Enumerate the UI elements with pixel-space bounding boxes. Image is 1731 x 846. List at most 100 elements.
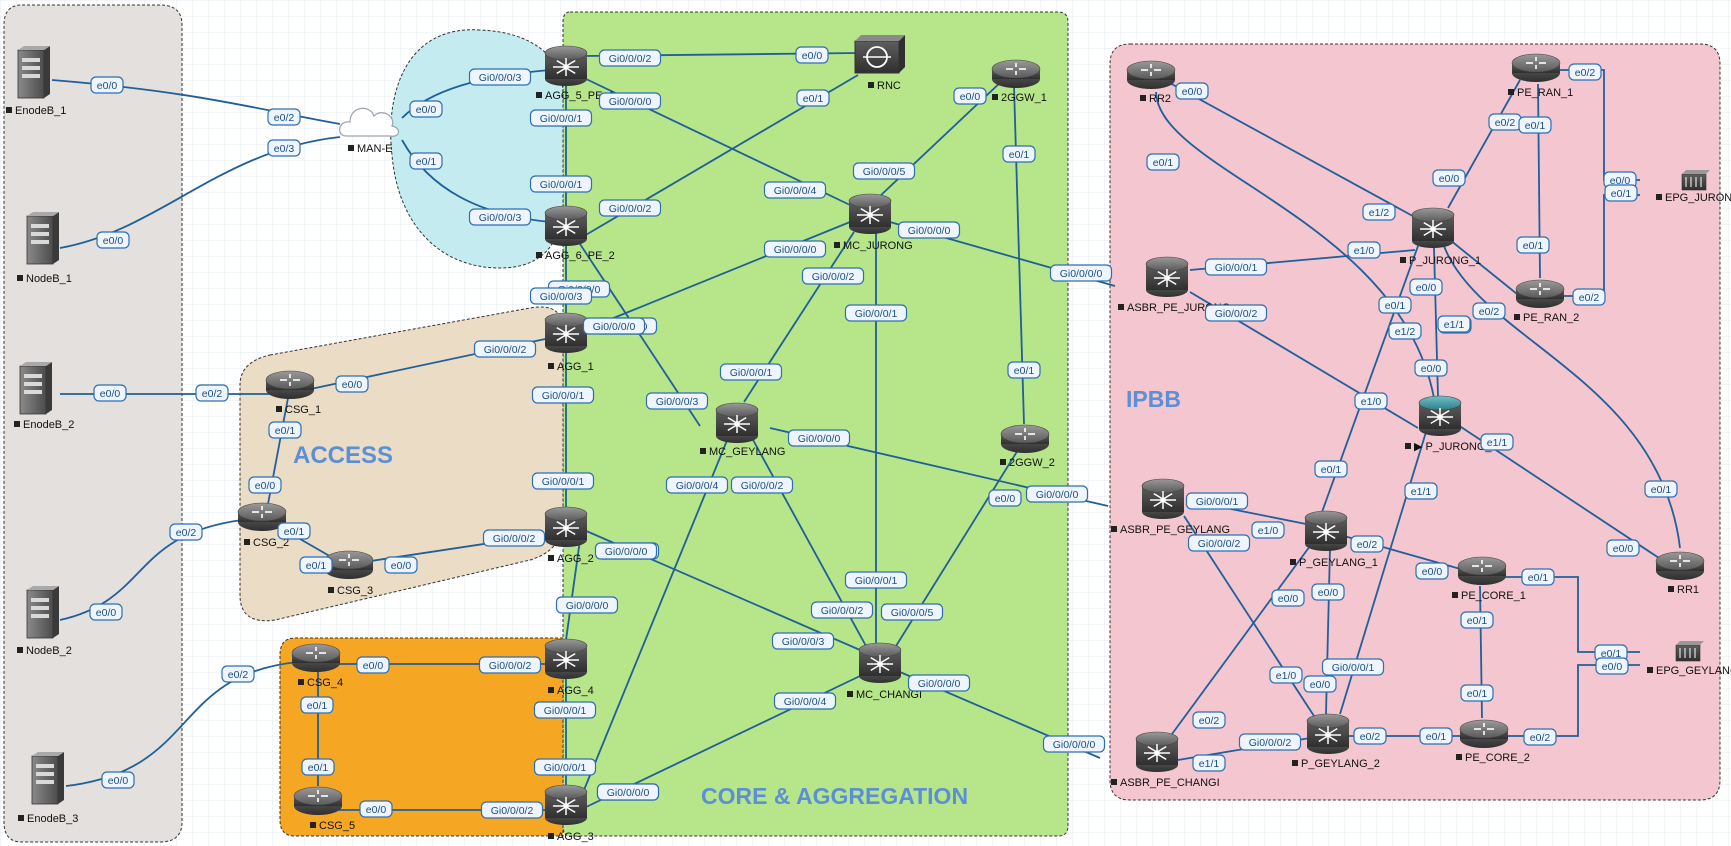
node-rr1[interactable]: RR1 — [1655, 551, 1705, 596]
node-agg-4[interactable]: AGG_4 — [544, 638, 594, 697]
server-icon — [31, 752, 64, 805]
node-nodeb-1[interactable]: NodeB_1 — [17, 212, 72, 285]
interface-label-PE_CORE_1-51: e0/0 — [1415, 562, 1449, 580]
node-pe-ran-2[interactable]: PE_RAN_2 — [1514, 279, 1579, 324]
svg-text:Gi0/0/0/3: Gi0/0/0/3 — [782, 636, 825, 648]
svg-text:e0/1: e0/1 — [1523, 240, 1544, 252]
node-agg-6-pe-2[interactable]: AGG_6_PE_2 — [536, 205, 615, 262]
node-agg-1[interactable]: AGG_1 — [544, 312, 594, 373]
node-mc-jurong[interactable]: MC_JURONG — [834, 193, 913, 252]
node-p-jurong-2[interactable]: ▶ P_JURONG_2 — [1405, 395, 1498, 453]
link-AGG_2-AGG_4[interactable] — [565, 539, 581, 641]
svg-text:e0/0: e0/0 — [1422, 566, 1443, 578]
svg-text:e0/1: e0/1 — [308, 762, 329, 774]
router-icon — [991, 59, 1041, 88]
node-marker — [1456, 754, 1462, 760]
interface-label-AGG_2-25: Gi0/0/0/0 — [594, 542, 658, 560]
node-agg-2[interactable]: AGG_2 — [544, 506, 594, 565]
node-marker — [992, 94, 998, 100]
interface-label-PE_CORE_1-54: e0/1 — [1460, 611, 1494, 629]
interface-label-ASBR_PE_GEYLANG-50: Gi0/0/0/2 — [1187, 534, 1251, 552]
node-mc-changi[interactable]: MC_CHANGI — [847, 642, 922, 701]
node-rr2[interactable]: RR2 — [1126, 60, 1176, 105]
node-enodeb-2[interactable]: EnodeB_2 — [14, 362, 74, 431]
node-p-jurong-1[interactable]: P_JURONG_1 — [1400, 207, 1481, 267]
node-man-e[interactable]: MAN-E — [339, 107, 400, 155]
svg-text:e0/0: e0/0 — [1278, 593, 1299, 605]
node-csg-2[interactable]: CSG_2 — [237, 502, 289, 549]
node-asbr-pe-changi[interactable]: ASBR_PE_CHANGI — [1111, 731, 1220, 789]
interface-label-AGG_5_PE_1-9: Gi0/0/0/1 — [529, 109, 593, 127]
link-MC_GEYLANG-AGG_3[interactable] — [583, 437, 729, 791]
svg-text:e0/1: e0/1 — [306, 560, 327, 572]
node-csg-3[interactable]: CSG_3 — [324, 550, 374, 597]
interface-label-CSG_5-32: e0/0 — [359, 800, 393, 818]
svg-text:Gi0/0/0/2: Gi0/0/0/2 — [1249, 737, 1292, 749]
node-marker — [834, 242, 840, 248]
node-2ggw-2[interactable]: 2GGW_2 — [1000, 424, 1055, 469]
switch-icon — [1145, 256, 1189, 297]
rnc-icon — [854, 35, 905, 74]
node-pe-ran-1[interactable]: PE_RAN_1 — [1508, 53, 1573, 99]
node-p-geylang-2[interactable]: P_GEYLANG_2 — [1292, 713, 1380, 770]
zone-label-ipbb: IPBB — [1126, 386, 1181, 412]
node-csg-5[interactable]: CSG_5 — [293, 786, 355, 832]
interface-label-MC_GEYLANG-26: Gi0/0/0/4 — [665, 476, 729, 494]
server-icon — [26, 212, 59, 265]
interface-label-RNC-7: e0/0 — [795, 46, 829, 64]
interface-label-AGG_5_PE_1-8: Gi0/0/0/0 — [598, 92, 662, 110]
node-asbr-pe-jurong[interactable]: ASBR_PE_JURONG — [1118, 256, 1230, 314]
switch-icon — [544, 506, 588, 547]
node-label: PE_RAN_1 — [1517, 87, 1573, 99]
node-agg-3[interactable]: AGG_3 — [544, 784, 594, 843]
svg-text:Gi0/0/0/0: Gi0/0/0/0 — [1060, 268, 1103, 280]
node-2ggw-1[interactable]: 2GGW_1 — [991, 59, 1047, 104]
link-RR2-P_JURONG_1[interactable] — [1167, 81, 1421, 221]
switch-icon — [544, 205, 588, 246]
interface-label-PE_CORE_2-54: e0/1 — [1460, 684, 1494, 702]
node-agg-5-pe-1[interactable]: AGG_5_PE_1 — [536, 45, 615, 102]
svg-text:Gi0/0/0/1: Gi0/0/0/1 — [855, 308, 898, 320]
link-AGG_1-MC_JURONG[interactable] — [583, 221, 851, 331]
node-marker — [298, 679, 304, 685]
node-rnc[interactable]: RNC — [854, 35, 905, 92]
interface-label-AGG_1-11: Gi0/0/0/3 — [529, 287, 593, 305]
node-enodeb-1[interactable]: EnodeB_1 — [6, 46, 66, 117]
node-csg-1[interactable]: CSG_1 — [265, 370, 321, 416]
switch_teal-icon — [1418, 395, 1462, 436]
node-enodeb-3[interactable]: EnodeB_3 — [18, 752, 78, 825]
interface-label-RR2-36: e0/0 — [1175, 82, 1209, 100]
node-epg-geylang[interactable]: EPG_GEYLANG — [1647, 641, 1731, 677]
svg-text:e0/1: e0/1 — [1601, 648, 1622, 660]
interface-label-P_JURONG_1-42: e1/0 — [1347, 241, 1381, 259]
svg-text:e0/0: e0/0 — [1318, 587, 1339, 599]
interface-label-ASBR_PE_CHANGI-58: e0/2 — [1192, 711, 1226, 729]
node-nodeb-2[interactable]: NodeB_2 — [17, 586, 72, 657]
node-label: RR1 — [1677, 584, 1699, 596]
interface-label-2GGW_2-14: e0/1 — [1007, 361, 1041, 379]
node-marker — [548, 555, 554, 561]
svg-text:e0/1: e0/1 — [416, 156, 437, 168]
switch-icon — [1306, 713, 1350, 754]
svg-text:e0/0: e0/0 — [1416, 282, 1437, 294]
node-mc-geylang[interactable]: MC_GEYLANG — [700, 402, 785, 458]
link-ASBR_PE_CHANGI-P_GEYLANG_1[interactable] — [1171, 545, 1311, 735]
interface-label-MAN-E-5: e0/0 — [409, 100, 443, 118]
svg-text:Gi0/0/0/2: Gi0/0/0/2 — [741, 480, 784, 492]
node-pe-core-2[interactable]: PE_CORE_2 — [1456, 719, 1530, 764]
svg-text:Gi0/0/0/2: Gi0/0/0/2 — [484, 344, 527, 356]
node-p-geylang-1[interactable]: P_GEYLANG_1 — [1290, 510, 1378, 569]
link-P_JURONG_1-PE_RAN_1[interactable] — [1447, 79, 1521, 209]
node-csg-4[interactable]: CSG_4 — [291, 643, 343, 689]
node-marker — [536, 252, 542, 258]
svg-text:e0/0: e0/0 — [342, 379, 363, 391]
link-P_JURONG_1-PE_RAN_2[interactable] — [1449, 239, 1523, 299]
interface-label-RR1-47: e0/1 — [1644, 480, 1678, 498]
node-asbr-pe-geylang[interactable]: ASBR_PE_GEYLANG — [1111, 478, 1230, 536]
svg-text:e1/2: e1/2 — [1369, 207, 1390, 219]
svg-text:Gi0/0/0/3: Gi0/0/0/3 — [656, 396, 699, 408]
svg-text:Gi0/0/0/0: Gi0/0/0/0 — [1036, 489, 1079, 501]
node-pe-core-1[interactable]: PE_CORE_1 — [1452, 556, 1526, 602]
node-epg-jurong[interactable]: EPG_JURONG — [1656, 170, 1731, 204]
interface-label-AGG_1-18: Gi0/0/0/2 — [473, 340, 537, 358]
